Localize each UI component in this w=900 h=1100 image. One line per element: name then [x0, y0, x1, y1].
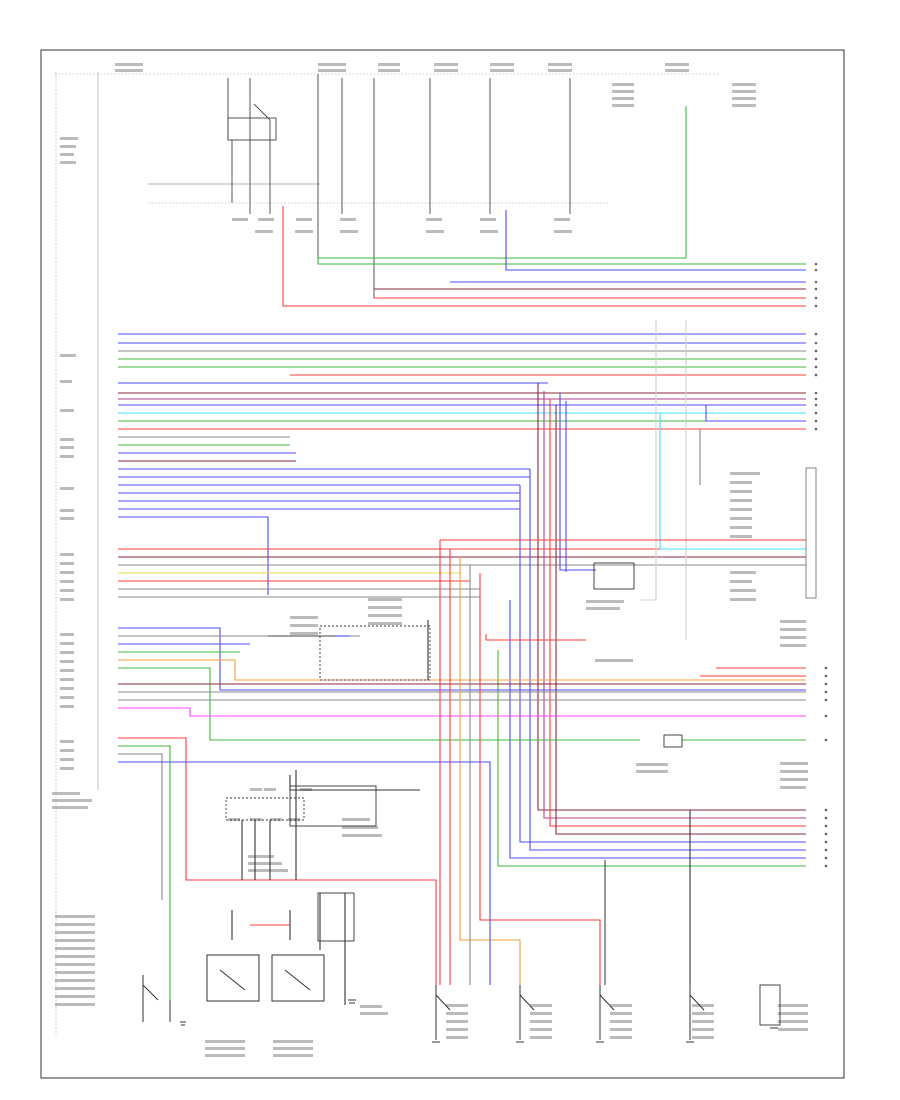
- ground-icon: [180, 1021, 186, 1026]
- left-bus: [55, 72, 99, 1035]
- top-header: [55, 73, 720, 204]
- components: [225, 467, 817, 1026]
- switch-symbol-icon: [142, 975, 171, 1022]
- switch-symbol-icon: [435, 985, 451, 1040]
- wires-middle: [118, 333, 806, 598]
- switch-symbol-icon: [599, 985, 615, 1040]
- wires-right-vertical: [497, 320, 806, 867]
- right-connector-stack: [805, 467, 817, 599]
- junction-box-mid: [319, 625, 431, 681]
- switch-symbol-icon: [206, 954, 260, 1002]
- sensor-right: [593, 562, 635, 590]
- switch-symbols: [142, 954, 705, 1040]
- relay-box-center: [289, 785, 377, 827]
- connector-right: [663, 734, 683, 748]
- seat-module-box: [317, 892, 355, 942]
- wires-top: [282, 106, 806, 307]
- switch-symbol-icon: [271, 954, 325, 1002]
- connector-ends: [814, 262, 828, 868]
- ground-box-right: [759, 984, 781, 1026]
- module-box-center: [225, 797, 305, 821]
- top-drops: [227, 74, 571, 298]
- switch-symbol-icon: [689, 985, 705, 1040]
- label-placeholders: [52, 63, 808, 1057]
- wires-lower: [118, 539, 806, 985]
- ground-icon: [348, 999, 356, 1004]
- wires-bottom: [118, 737, 691, 1005]
- ground-symbols: [180, 999, 778, 1043]
- switch-symbol-icon: [519, 985, 535, 1040]
- diagram-frame: [40, 49, 845, 1079]
